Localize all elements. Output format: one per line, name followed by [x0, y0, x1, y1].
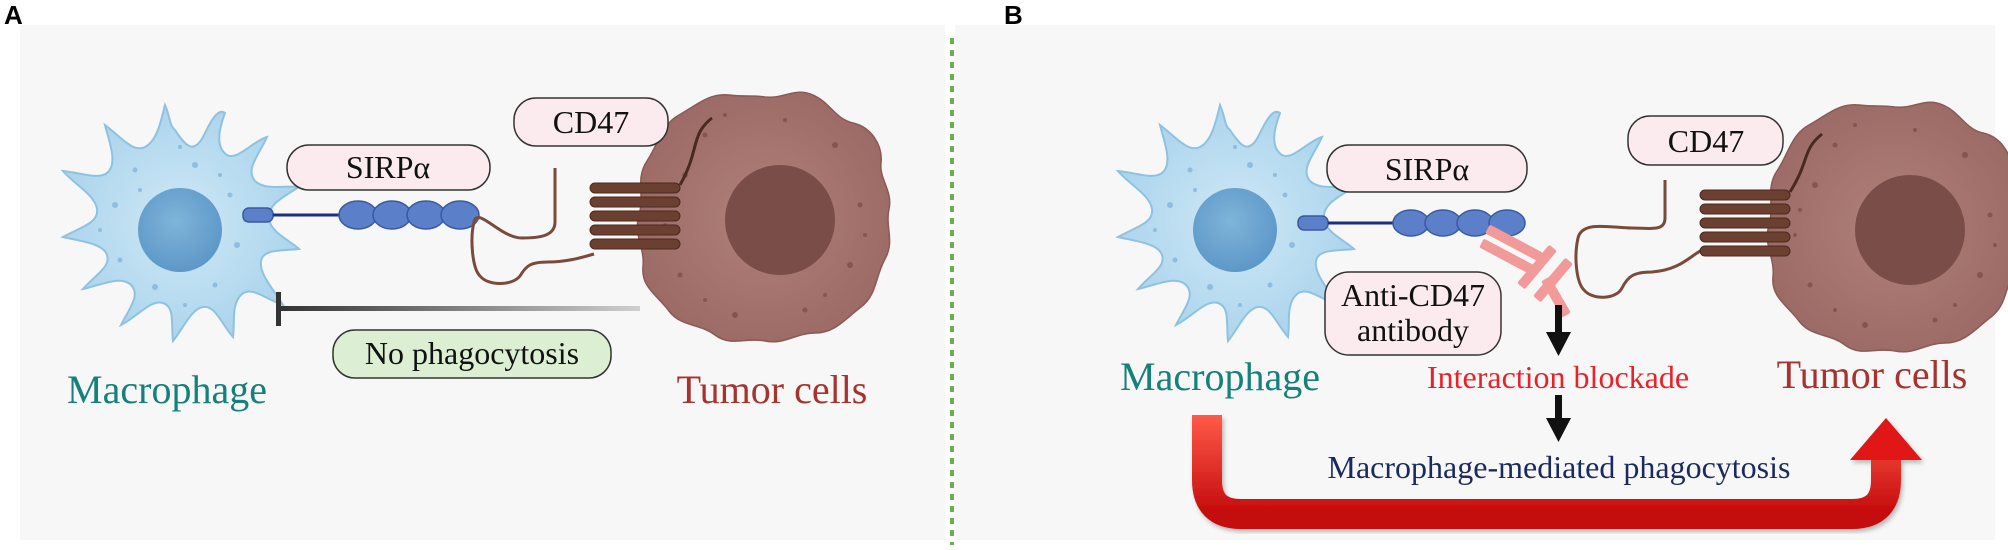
- panel-b-tumor-cell: [1766, 101, 2008, 353]
- svg-text:antibody: antibody: [1357, 312, 1469, 348]
- panel-b-tumor-label: Tumor cells: [1777, 352, 1968, 397]
- panel-b-down-arrow-1: [1546, 305, 1571, 356]
- panel-b-down-arrow-2: [1546, 395, 1571, 442]
- panel-a-cd47-pill: CD47: [513, 97, 669, 147]
- panel-b-cd47-receptor: [1574, 132, 1823, 299]
- svg-text:SIRPα: SIRPα: [346, 149, 431, 185]
- panel-b-letter: B: [1004, 0, 1023, 30]
- svg-text:CD47: CD47: [1668, 123, 1744, 159]
- panel-a-sirpa-pill: SIRPα: [286, 144, 491, 191]
- panel-b-phagocytosis-label: Macrophage-mediated phagocytosis: [1328, 449, 1791, 485]
- panel-a-sirpa-receptor: [242, 200, 480, 230]
- panel-b-macrophage-label: Macrophage: [1120, 354, 1320, 399]
- panel-a-tumor-label: Tumor cells: [677, 367, 868, 412]
- svg-text:CD47: CD47: [553, 104, 629, 140]
- panel-a-no-phagocytosis-pill: No phagocytosis: [332, 329, 612, 379]
- panel-b-antibody-pill: Anti-CD47 antibody: [1324, 271, 1502, 356]
- panel-b-sirpa-pill: SIRPα: [1326, 144, 1528, 193]
- svg-text:SIRPα: SIRPα: [1385, 151, 1470, 187]
- panel-b-phagocytosis-arrow: [1192, 415, 1922, 529]
- panel-b-cd47-pill: CD47: [1627, 115, 1784, 166]
- panel-a-cd47-receptor: [470, 116, 713, 285]
- panel-b-interaction-blockade-label: Interaction blockade: [1427, 359, 1689, 395]
- svg-text:Anti-CD47: Anti-CD47: [1341, 277, 1485, 313]
- panel-a-macrophage-label: Macrophage: [67, 367, 267, 412]
- svg-text:No phagocytosis: No phagocytosis: [365, 335, 579, 371]
- panel-a-letter: A: [4, 0, 23, 30]
- panel-b-antibody: [1479, 225, 1573, 317]
- panel-a-inhibition-arrow: [276, 292, 640, 326]
